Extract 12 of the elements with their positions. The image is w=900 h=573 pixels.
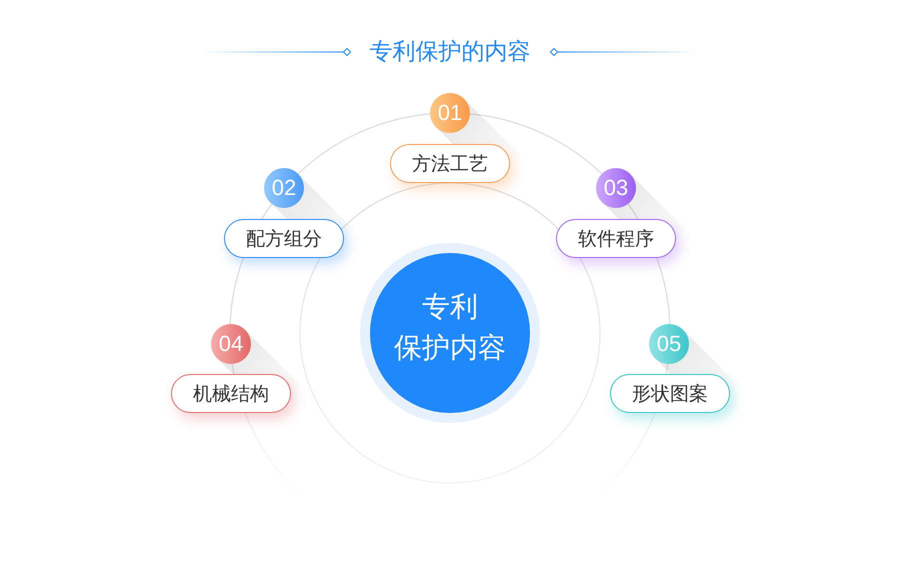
topic-pill: 配方组分	[224, 219, 344, 258]
hub-circle: 专利保护内容	[370, 253, 530, 413]
number-badge: 05	[649, 324, 689, 364]
topic-pill: 形状图案	[610, 374, 730, 413]
topic-pill: 软件程序	[556, 219, 676, 258]
number-badge: 04	[211, 324, 251, 364]
topic-pill: 方法工艺	[390, 144, 510, 183]
number-badge: 01	[430, 93, 470, 133]
number-badge: 03	[596, 168, 636, 208]
number-badge: 02	[264, 168, 304, 208]
diagram-title: 专利保护的内容	[370, 38, 530, 67]
topic-pill: 机械结构	[171, 374, 291, 413]
